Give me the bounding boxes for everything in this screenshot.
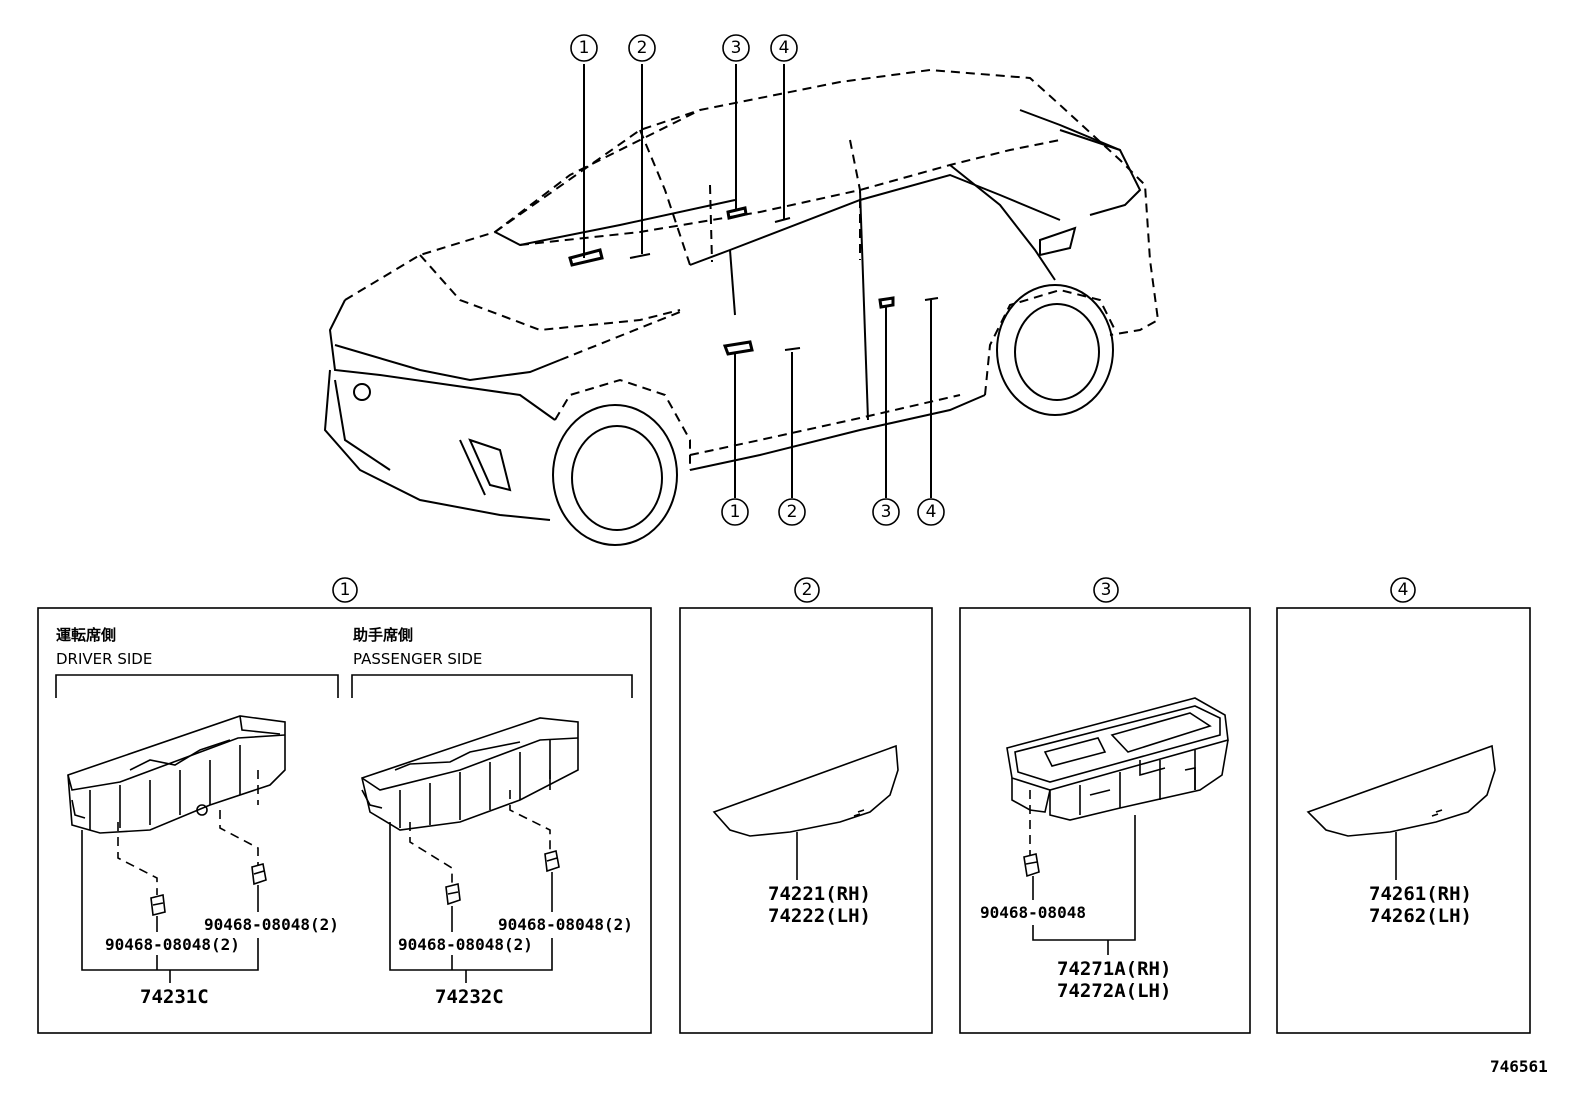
driver-side-label-jp: 運転席側 (56, 626, 116, 644)
passenger-assembly-part: 74232C (435, 986, 504, 1008)
vehicle-illustration (323, 64, 1160, 546)
passenger-clip-right-part: 90468-08048(2) (498, 915, 633, 934)
panel-callout-circle-3 (1093, 577, 1119, 603)
car-callout-bottom-4: 4 (926, 502, 937, 522)
panel-1: 運転席側 DRIVER SIDE 助手席側 PASSENGER SIDE (55, 626, 633, 1008)
panel-3: 90468-08048 74271A(RH) 74272A(LH) (980, 697, 1229, 1002)
driver-side-bracket (55, 674, 339, 698)
driver-clip-right-drawing (251, 862, 267, 886)
panel-3-part-rh: 74271A(RH) (1057, 958, 1171, 980)
car-callout-top-1: 1 (579, 38, 590, 58)
panel-4-part-rh: 74261(RH) (1369, 883, 1472, 905)
panel-3-part-lh: 74272A(LH) (1057, 980, 1171, 1002)
panel-callout-4: 4 (1398, 580, 1409, 600)
car-callout-top-2: 2 (637, 38, 648, 58)
panel-4: 74261(RH) 74262(LH) (1306, 744, 1496, 927)
car-callout-bottom-1: 1 (730, 502, 741, 522)
single-switch-base-drawing (1006, 697, 1229, 821)
passenger-clip-right-drawing (544, 849, 560, 873)
passenger-clip-left-drawing (445, 883, 461, 906)
panel-2-part-rh: 74221(RH) (768, 883, 871, 905)
panel-callout-circle-2 (794, 577, 820, 603)
panel-1-frame (37, 607, 652, 1034)
panel-3-clip-part: 90468-08048 (980, 903, 1086, 922)
panel-2: 74221(RH) 74222(LH) (712, 744, 899, 927)
car-callout-bottom-2: 2 (787, 502, 798, 522)
panel-4-cover-plate-drawing (1306, 744, 1496, 837)
panel-callout-2: 2 (802, 580, 813, 600)
diagram-id: 746561 (1490, 1057, 1548, 1076)
panel-callout-circle-4 (1390, 577, 1416, 603)
panel-2-frame (679, 607, 933, 1034)
panel-callout-circle-1 (332, 577, 358, 603)
panel-4-frame (1276, 607, 1531, 1034)
driver-clip-right-part: 90468-08048(2) (204, 915, 339, 934)
panel-3-clip-drawing (1023, 853, 1040, 878)
driver-switch-base-drawing (67, 715, 286, 834)
panel-4-part-lh: 74262(LH) (1369, 905, 1472, 927)
driver-clip-left-drawing (150, 894, 166, 916)
panel-3-frame (959, 607, 1251, 1034)
driver-clip-left-part: 90468-08048(2) (105, 935, 240, 954)
car-callout-top-3: 3 (731, 38, 742, 58)
passenger-side-label-jp: 助手席側 (353, 626, 413, 644)
driver-assembly-part: 74231C (140, 986, 209, 1008)
passenger-clip-left-part: 90468-08048(2) (398, 935, 533, 954)
panel-callout-1: 1 (340, 580, 351, 600)
passenger-side-bracket (351, 674, 633, 698)
car-callout-top-4: 4 (779, 38, 790, 58)
driver-side-label-en: DRIVER SIDE (56, 650, 152, 668)
panel-callout-3: 3 (1101, 580, 1112, 600)
cover-plate-drawing (712, 744, 899, 837)
passenger-switch-base-drawing (361, 717, 579, 831)
vehicle-callouts (570, 34, 945, 526)
passenger-side-label-en: PASSENGER SIDE (353, 650, 482, 668)
panel-2-part-lh: 74222(LH) (768, 905, 871, 927)
car-callout-bottom-3: 3 (881, 502, 892, 522)
